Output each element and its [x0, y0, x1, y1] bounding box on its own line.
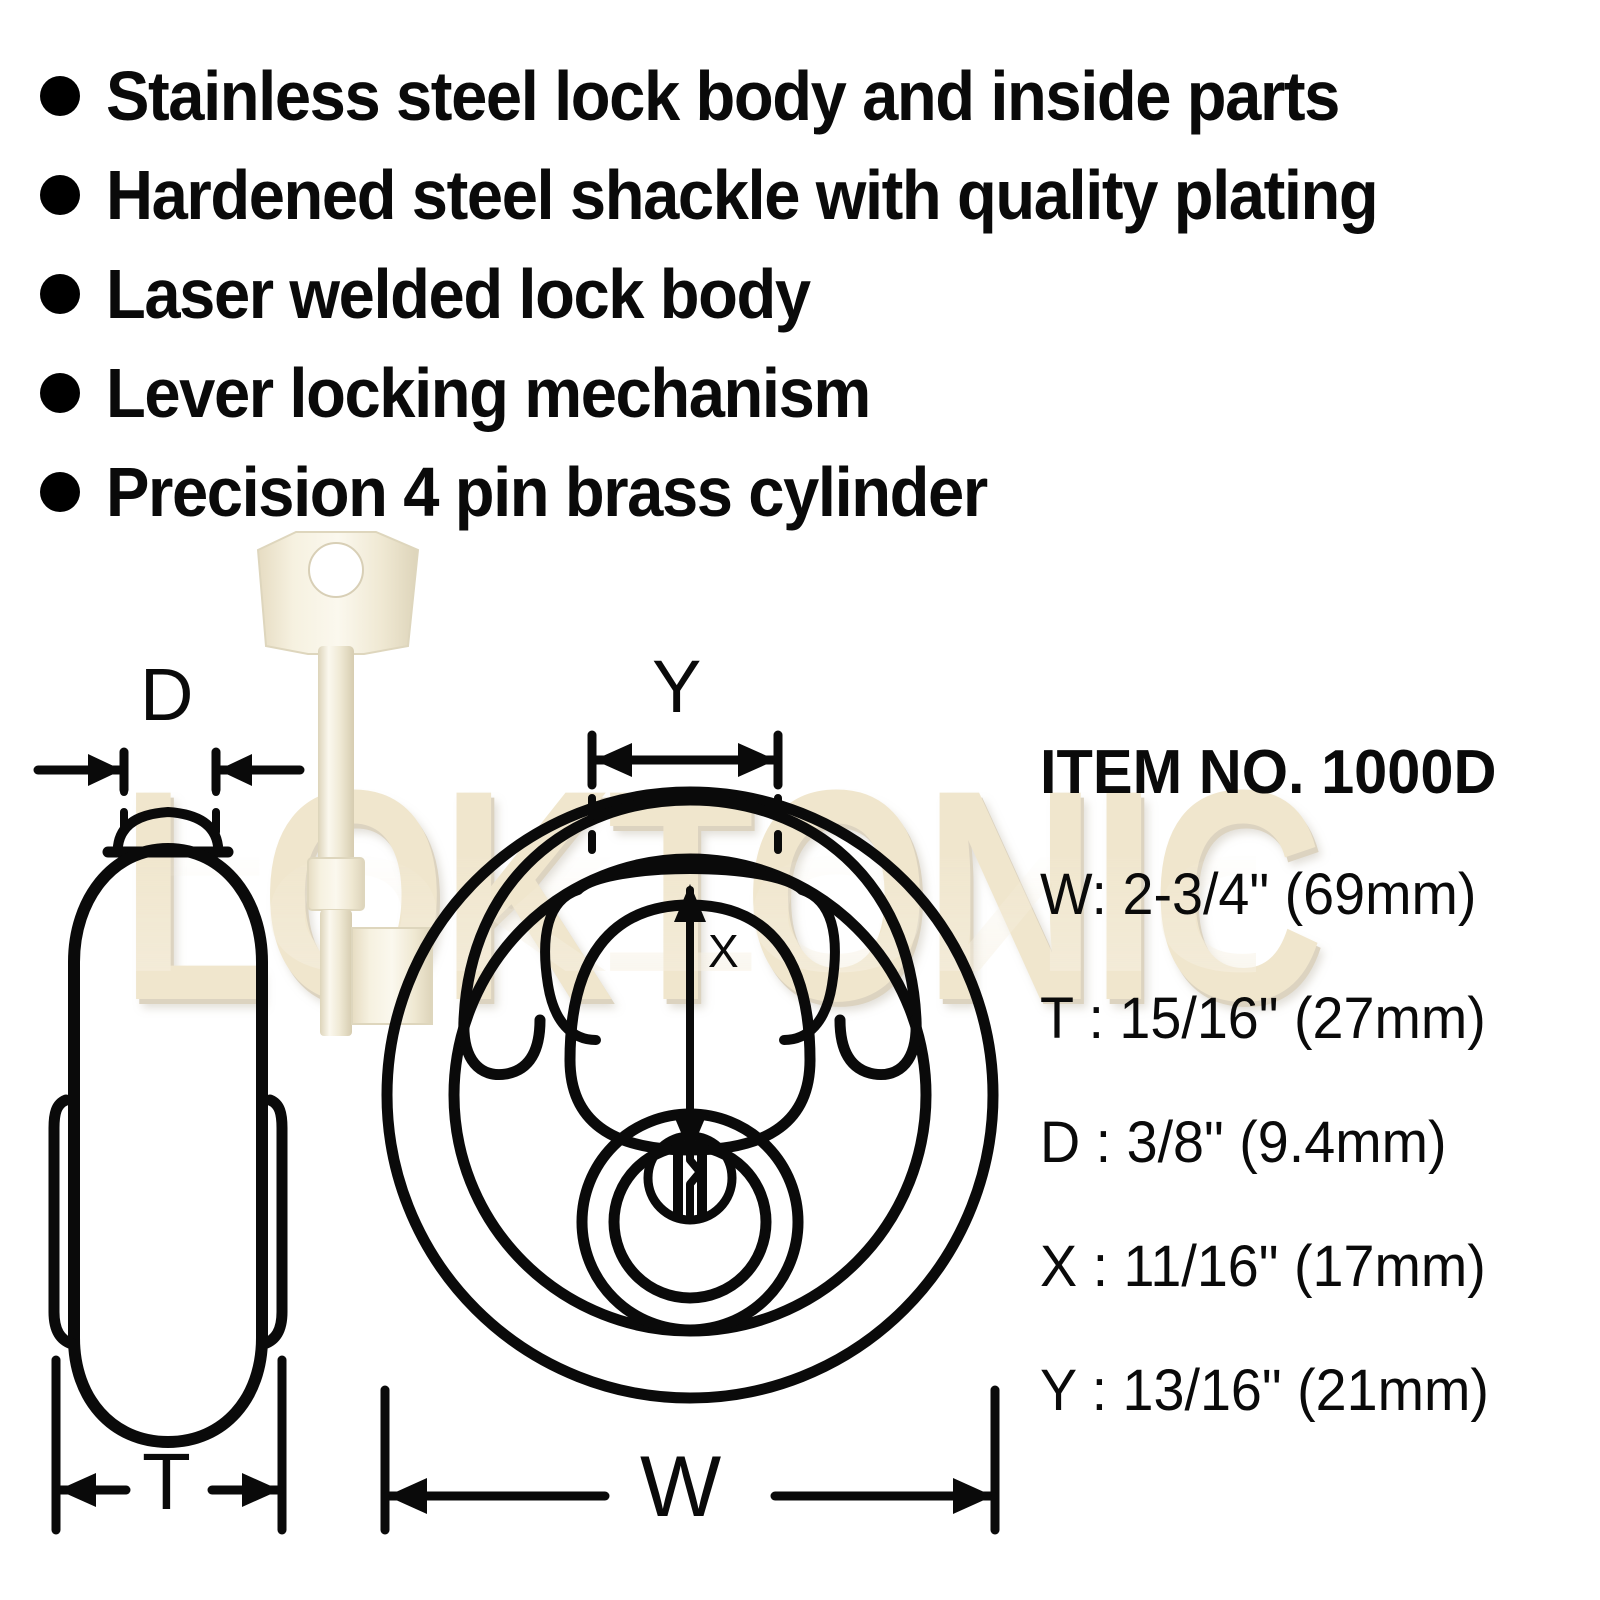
spec-shackle-diameter: D : 3/8" (9.4mm)	[1040, 1110, 1447, 1175]
key-bit	[351, 927, 433, 1025]
key-shaft	[318, 646, 354, 866]
shackle-left-shoulder	[458, 1014, 546, 1081]
dim-y-arrowhead-left	[594, 743, 632, 777]
bullet-icon	[40, 471, 80, 512]
front-view-outer-disc	[381, 786, 999, 1404]
side-view-shackle-nub	[113, 807, 223, 851]
list-item: Hardened steel shackle with quality plat…	[0, 145, 1600, 244]
shackle-right-shoulder	[834, 1014, 922, 1081]
specification-block: ITEM NO. 1000D W: 2-3/4" (69mm) T : 15/1…	[1040, 740, 1585, 1484]
feature-text: Laser welded lock body	[106, 254, 811, 333]
list-item: Lever locking mechanism	[0, 343, 1600, 442]
dim-d-arrowhead-left	[88, 754, 122, 786]
bullet-icon	[40, 372, 80, 413]
spec-shackle-clearance-y: Y : 13/16" (21mm)	[1040, 1358, 1489, 1423]
dim-w-arrowhead-left	[387, 1478, 427, 1514]
dim-label-t: T	[142, 1437, 191, 1526]
key-bow-hole	[308, 542, 364, 598]
bullet-icon	[40, 174, 80, 215]
spec-shackle-clearance-x: X : 11/16" (17mm)	[1040, 1234, 1486, 1299]
dim-label-y: Y	[652, 645, 702, 728]
feature-text: Hardened steel shackle with quality plat…	[106, 155, 1379, 234]
dim-t-arrowhead-left	[58, 1473, 96, 1507]
side-view-right-flange	[258, 1094, 288, 1350]
dim-label-d: D	[140, 653, 194, 736]
bullet-icon	[40, 75, 80, 116]
key-tip-shaft	[320, 910, 352, 1036]
spec-width: W: 2-3/4" (69mm)	[1040, 862, 1477, 927]
dim-d-arrowhead-right	[218, 754, 252, 786]
feature-text: Lever locking mechanism	[106, 353, 871, 432]
lever-key-illustration	[256, 531, 433, 1036]
shackle-top-arc	[573, 864, 807, 895]
feature-list: Stainless steel lock body and inside par…	[0, 46, 1600, 541]
dim-w-arrowhead-right	[953, 1478, 993, 1514]
shackle-shroud-outer-arc	[458, 794, 922, 1026]
shackle-left-leg	[540, 885, 601, 1045]
item-number: ITEM NO. 1000D	[1040, 738, 1497, 807]
list-item: Precision 4 pin brass cylinder	[0, 442, 1600, 541]
dim-y-arrowhead-right	[738, 743, 776, 777]
feature-text: Precision 4 pin brass cylinder	[106, 452, 988, 531]
list-item: Laser welded lock body	[0, 244, 1600, 343]
dim-label-w: W	[640, 1439, 722, 1535]
dim-label-x: X	[708, 925, 739, 977]
feature-text: Stainless steel lock body and inside par…	[106, 56, 1340, 135]
spec-thickness: T : 15/16" (27mm)	[1040, 986, 1486, 1051]
side-view-body	[68, 843, 268, 1448]
dim-x-arrowhead-top	[674, 884, 706, 922]
dim-t-arrowhead-right	[242, 1473, 280, 1507]
side-view-left-flange	[48, 1094, 78, 1350]
bullet-icon	[40, 273, 80, 314]
list-item: Stainless steel lock body and inside par…	[0, 46, 1600, 145]
shackle-right-leg	[779, 885, 840, 1045]
dim-x-arrowhead-bottom	[674, 1116, 706, 1154]
